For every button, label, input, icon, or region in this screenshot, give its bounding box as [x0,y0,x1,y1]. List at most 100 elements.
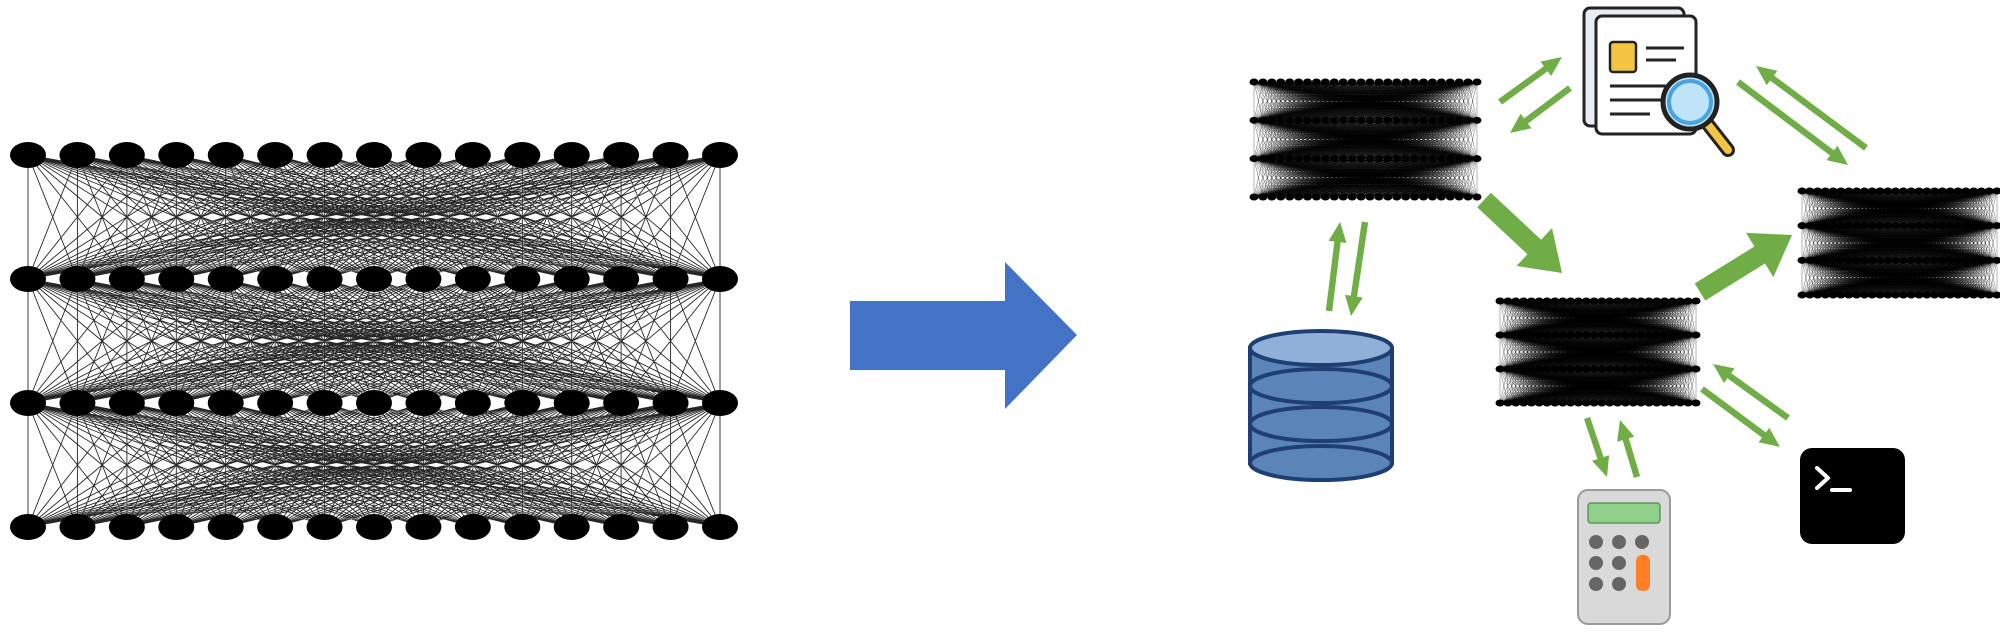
network-node [1961,187,1971,195]
network-node [1906,256,1916,264]
network-node [1267,78,1277,86]
network-node [1813,291,1823,299]
network-node [1859,256,1869,264]
network-node [1294,116,1304,124]
network-layer [10,266,738,292]
network-node [454,142,491,168]
network-layer [1797,222,2000,230]
network-node [1813,222,1823,230]
network-node [1852,291,1862,299]
network-node [1503,399,1513,407]
network-connections [1499,300,1697,404]
network-node [1347,155,1357,163]
network-node [1418,116,1428,124]
network-node [1797,187,1807,195]
network-node [1365,78,1375,86]
network-node [1953,291,1963,299]
network-node [1445,78,1455,86]
network-node [1969,256,1979,264]
network-node [1374,155,1384,163]
network-node [1875,256,1885,264]
network-layer [10,514,738,540]
network-node [1930,256,1940,264]
network-node [652,142,689,168]
network-node [652,390,689,416]
network-node [1852,256,1862,264]
network-node [1445,155,1455,163]
database-icon [1248,329,1394,482]
network-node [1347,193,1357,201]
network-node [1573,365,1583,373]
network-node [1636,399,1646,407]
network-node [702,266,738,292]
network-node [306,514,343,540]
network-node [504,266,541,292]
network-node [1566,365,1576,373]
network-node [1519,331,1529,339]
network-node [1427,155,1437,163]
network-node [1503,365,1513,373]
network-node [1526,399,1536,407]
network-node [1992,187,2000,195]
network-node [1652,365,1662,373]
network-node [1303,78,1313,86]
network-node [1961,256,1971,264]
network-node [1356,116,1366,124]
network-node [1828,187,1838,195]
network-layer [1249,193,1482,201]
network-node [1436,116,1446,124]
network-node [1566,297,1576,305]
network-node [603,142,640,168]
network-node [1984,256,1994,264]
network-node [1374,78,1384,86]
flow-arrow [1713,364,1790,421]
small-network-center [1495,297,1701,407]
network-node [1267,193,1277,201]
network-node [1566,399,1576,407]
network-node [1418,78,1428,86]
network-node [1589,297,1599,305]
network-node [1258,78,1268,86]
network-node [1581,331,1591,339]
network-node [1628,297,1638,305]
network-node [1303,193,1313,201]
network-node [1454,116,1464,124]
network-layer [1797,291,2000,299]
network-node [1463,78,1473,86]
network-node [603,514,640,540]
network-node [603,266,640,292]
network-node [1558,365,1568,373]
network-node [1628,331,1638,339]
network-node [306,390,343,416]
network-node [1401,78,1411,86]
network-node [1836,256,1846,264]
network-node [1852,222,1862,230]
network-node [1463,116,1473,124]
network-node [1472,155,1482,163]
network-node [1937,291,1947,299]
network-node [1410,78,1420,86]
network-node [553,142,590,168]
network-node [1550,331,1560,339]
network-node [1472,116,1482,124]
network-node [1329,78,1339,86]
network-node [1891,222,1901,230]
network-node [1267,116,1277,124]
network-node [1691,331,1701,339]
network-node [1356,193,1366,201]
network-node [1652,331,1662,339]
network-node [1961,291,1971,299]
network-node [702,390,738,416]
network-node [1303,155,1313,163]
network-node [1628,365,1638,373]
network-node [1667,399,1677,407]
network-node [1969,222,1979,230]
network-node [1495,331,1505,339]
network-node [1613,331,1623,339]
network-node [1526,365,1536,373]
flow-arrow-thick [1477,192,1562,273]
network-node [1961,222,1971,230]
network-node [1898,222,1908,230]
network-node [1454,155,1464,163]
network-node [1495,399,1505,407]
